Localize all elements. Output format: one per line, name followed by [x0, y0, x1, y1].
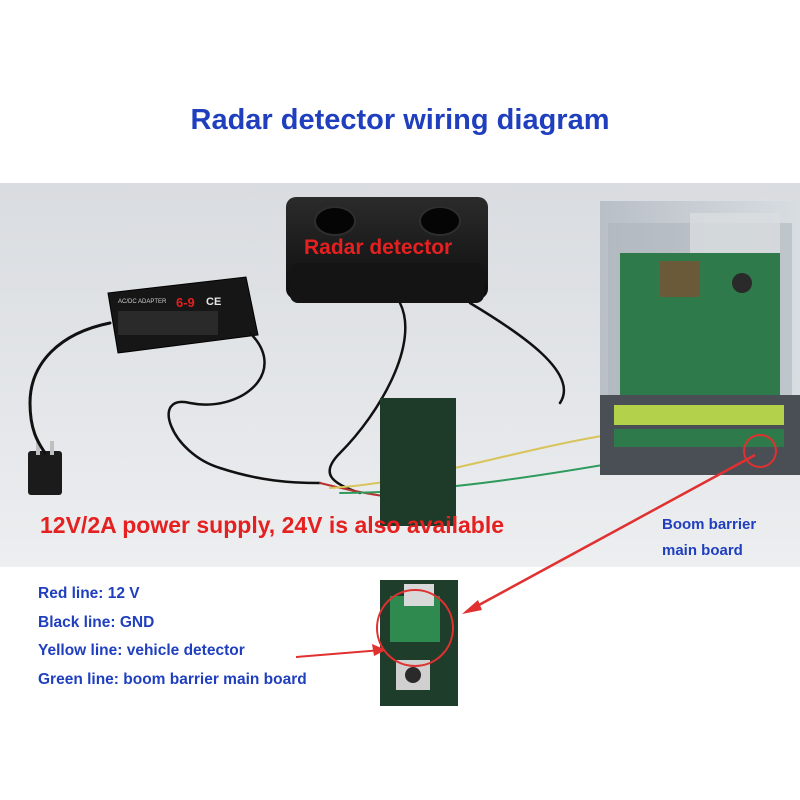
wire-legend: Red line: 12 V Black line: GND Yellow li… [38, 580, 307, 694]
ce-mark: CE [206, 296, 221, 308]
connector-closeup-inset [376, 580, 458, 706]
radar-detector-label: Radar detector [304, 236, 453, 259]
wiring-photo: AC/DC ADAPTER 6-9 CE [0, 183, 800, 567]
adapter-badge: 6-9 [176, 295, 195, 310]
page-title: Radar detector wiring diagram [190, 104, 610, 136]
closeup-highlight-circle [376, 589, 454, 667]
legend-green-line: Green line: boom barrier main board [38, 670, 307, 688]
boom-barrier-label-line2: main board [662, 542, 743, 559]
adapter-brand-text: AC/DC ADAPTER [118, 299, 167, 305]
power-plug [28, 441, 62, 495]
boom-barrier-board [600, 201, 800, 475]
legend-yellow-line: Yellow line: vehicle detector [38, 642, 245, 659]
legend-black-line: Black line: GND [38, 613, 155, 631]
power-adapter: AC/DC ADAPTER 6-9 CE [107, 276, 259, 354]
power-supply-label: 12V/2A power supply, 24V is also availab… [40, 512, 505, 538]
boom-barrier-label-line1: Boom barrier [662, 516, 757, 533]
connector-closeup [380, 398, 456, 526]
legend-red-line: Red line: 12 V [38, 585, 140, 602]
wiring-photo-svg: AC/DC ADAPTER 6-9 CE [0, 183, 800, 567]
boom-barrier-label: Boom barrier main board [662, 512, 756, 564]
radar-detector-device [286, 197, 488, 303]
